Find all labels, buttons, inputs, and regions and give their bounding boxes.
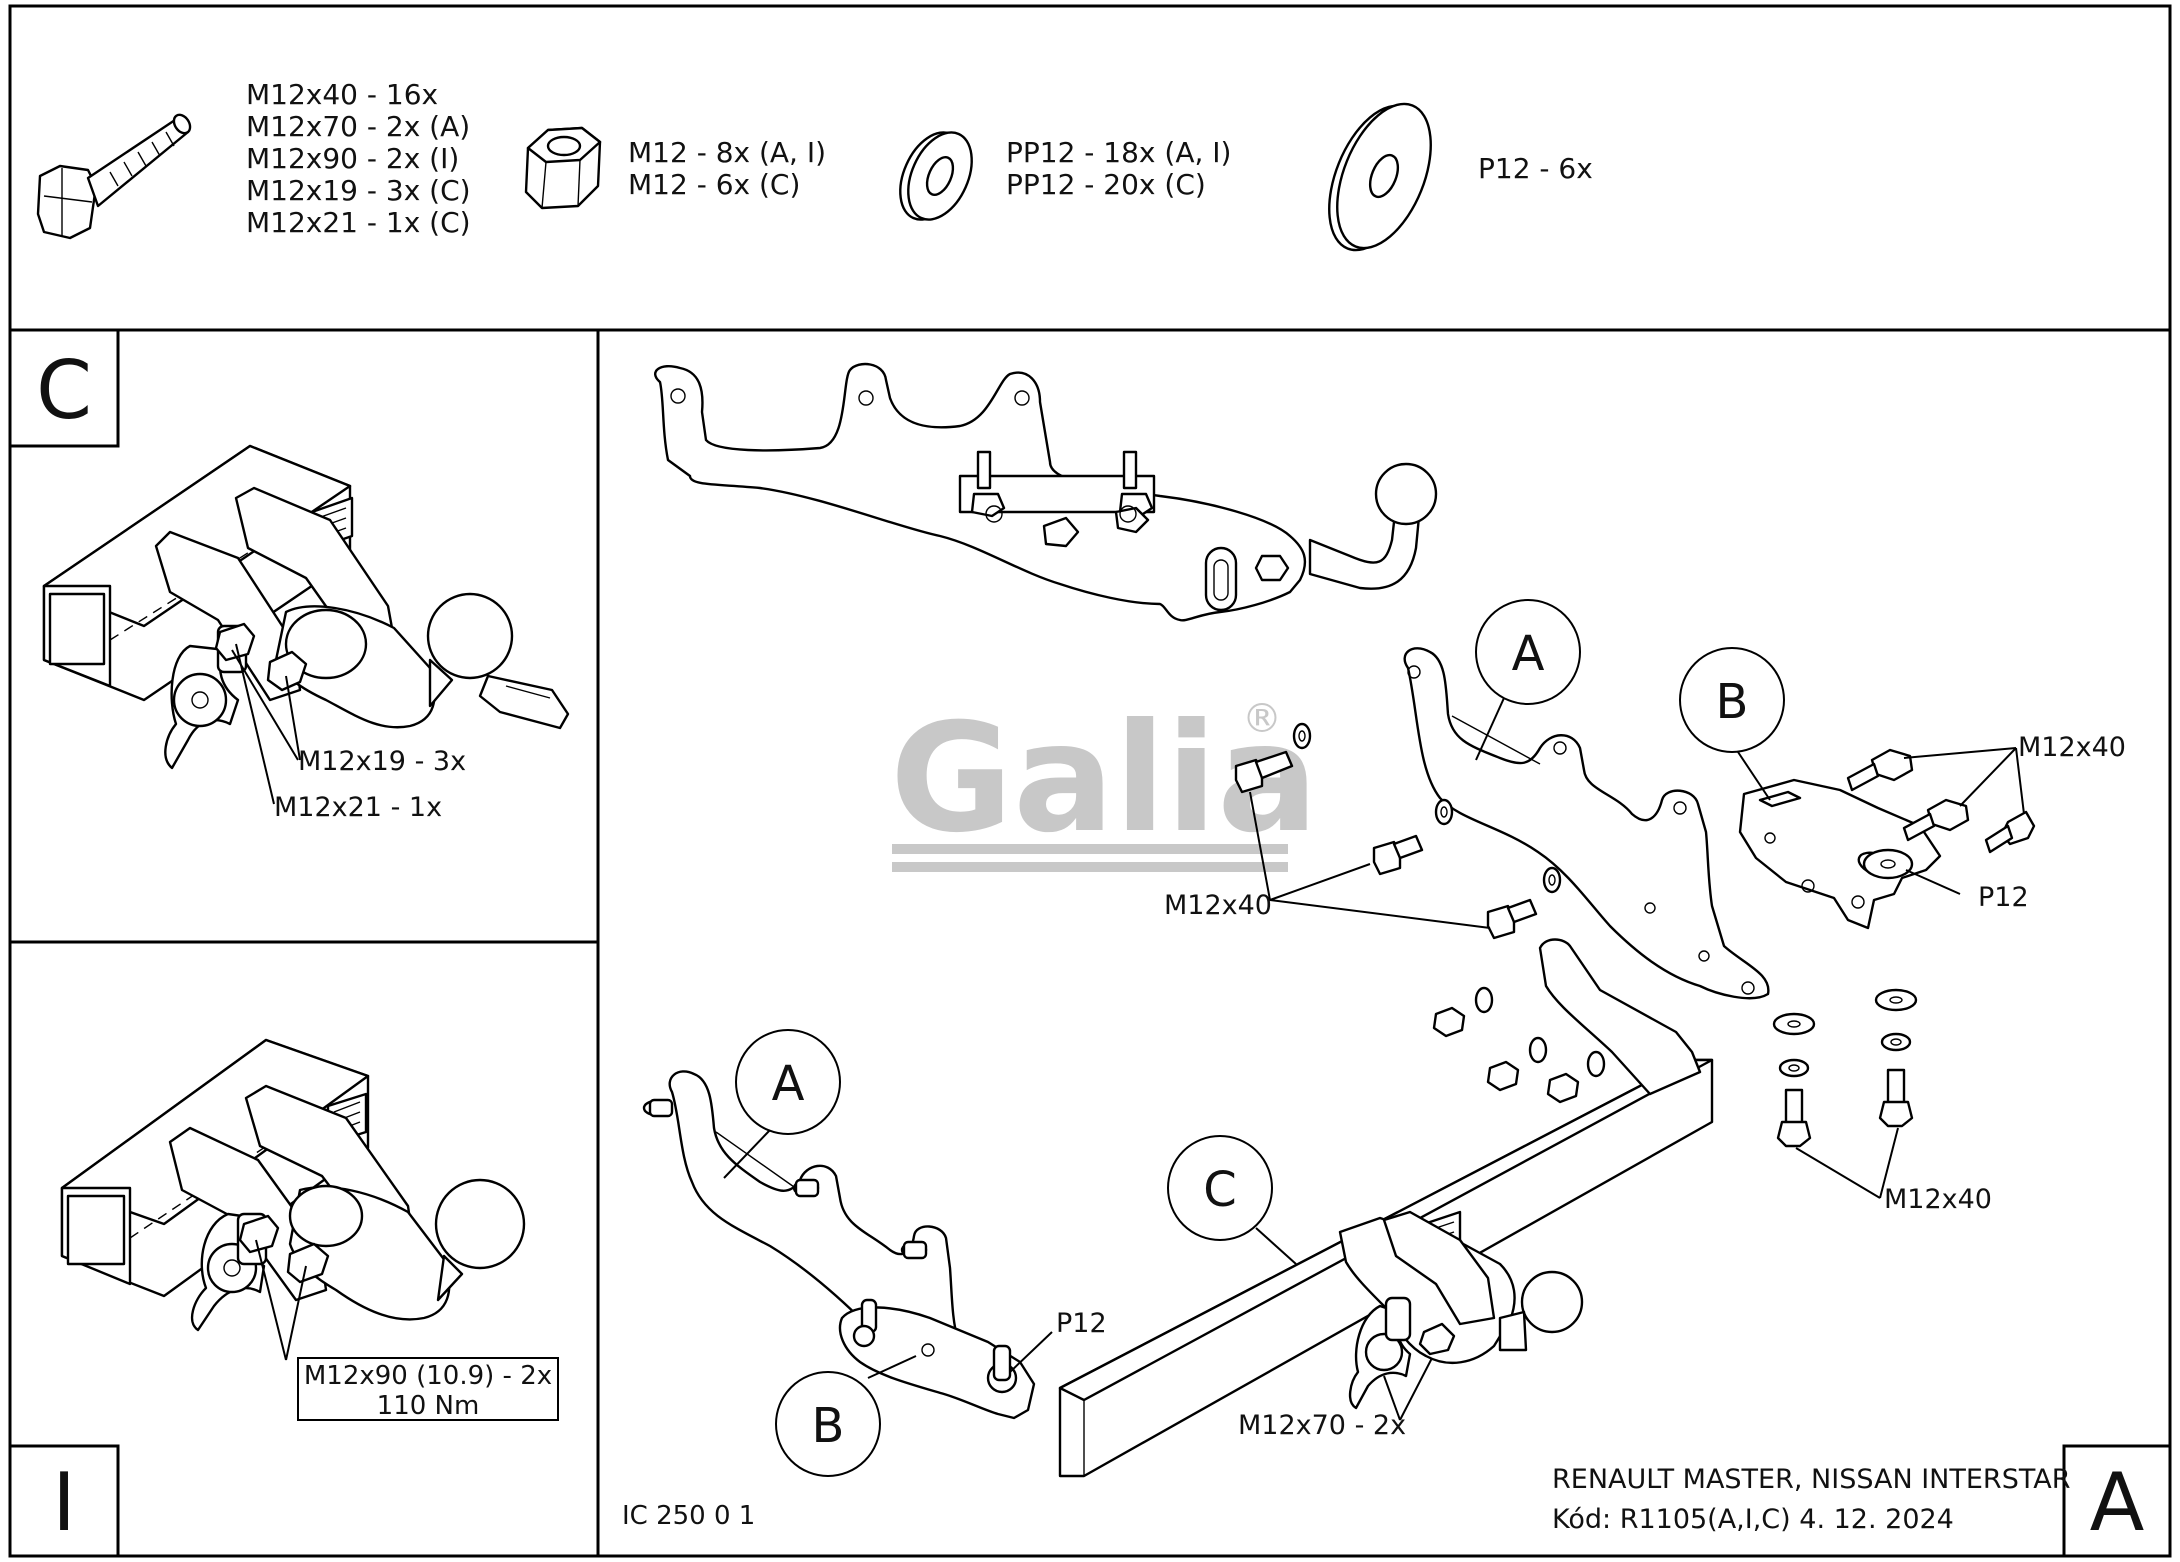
panel-c-hitch-drawing	[42, 444, 570, 770]
main-crossbeam	[1058, 938, 1714, 1478]
svg-text:C: C	[1203, 1162, 1237, 1218]
m12x40-callout-right-top: M12x40	[2018, 732, 2126, 763]
panel-i-letter: I	[52, 1456, 76, 1549]
panel-i-callout-lines	[255, 1239, 307, 1361]
nut-label: M12 - 8x (A, I)	[628, 136, 826, 169]
main-letter: A	[2090, 1456, 2145, 1549]
panel-c-letter: C	[36, 344, 92, 437]
nut-icon	[524, 126, 602, 210]
m12x70-callout: M12x70 - 2x	[1238, 1410, 1406, 1441]
p12-callout-bottom: P12	[1056, 1308, 1107, 1339]
callout-bubble-a-top: A	[1475, 599, 1581, 705]
callout-bubble-a-left: A	[735, 1029, 841, 1135]
p12-washer-right	[1862, 848, 1914, 880]
panel-c-callout-lines	[231, 643, 301, 805]
callout-bubble-c: C	[1167, 1135, 1273, 1241]
small-washer-icon	[899, 131, 973, 221]
registered-mark: ®	[1242, 696, 1282, 742]
p12-callout-right: P12	[1978, 882, 2029, 913]
bolt-label: M12x19 - 3x (C)	[246, 174, 471, 207]
side-view-outline	[654, 362, 1438, 622]
m12x40-bolt-middle	[1372, 834, 1424, 876]
nuts-middle	[1432, 986, 1606, 1104]
bolt-label: M12x90 - 2x (I)	[246, 142, 459, 175]
right-bracket-b	[1738, 778, 1942, 930]
m12x40-callout-bottom-right: M12x40	[1884, 1184, 1992, 1215]
callout-bubble-b-left: B	[775, 1371, 881, 1477]
m12x40-bolts-right-top	[1846, 748, 2036, 854]
small-washer-label: PP12 - 18x (A, I)	[1006, 136, 1231, 169]
bolt-label: M12x21 - 1x (C)	[246, 206, 471, 239]
bolt-label: M12x40 - 16x	[246, 78, 438, 111]
vehicle-title: RENAULT MASTER, NISSAN INTERSTAR	[1552, 1464, 2070, 1495]
panel-c-letter-box	[8, 328, 120, 448]
washers-upper	[1292, 722, 1562, 894]
stacked-washers-right	[1772, 988, 1918, 1148]
m12x40-bolt-lower	[1486, 898, 1538, 940]
m12x40-bolt-left	[1234, 750, 1294, 794]
panel-c-callout: M12x19 - 3x	[298, 746, 466, 777]
left-studs	[648, 1098, 928, 1260]
main-tow-ball	[1338, 1210, 1584, 1410]
large-washer-label: P12 - 6x	[1478, 152, 1593, 185]
svg-text:A: A	[1512, 626, 1545, 682]
nut-label: M12 - 6x (C)	[628, 168, 800, 201]
svg-text:B: B	[812, 1398, 845, 1454]
small-washer-labels: PP12 - 18x (A, I) PP12 - 20x (C)	[1006, 136, 1231, 201]
panel-i-letter-box	[8, 1444, 120, 1558]
small-washer-label: PP12 - 20x (C)	[1006, 168, 1206, 201]
torque-callout-box	[297, 1357, 559, 1421]
main-letter-box	[2062, 1444, 2172, 1558]
panel-i-callout-torque: 110 Nm	[377, 1391, 480, 1421]
product-code-date: Kód: R1105(A,I,C) 4. 12. 2024	[1552, 1504, 1954, 1535]
panel-i-hitch-drawing	[60, 1038, 526, 1332]
svg-text:B: B	[1716, 674, 1749, 730]
panel-c-callout: M12x21 - 1x	[274, 792, 442, 823]
outer-frame	[8, 4, 2172, 1558]
panel-i-callout-bolt: M12x90 (10.9) - 2x	[304, 1361, 552, 1391]
right-side-bracket-a	[1403, 647, 1770, 1000]
drawing-code: IC 250 0 1	[622, 1501, 755, 1531]
nut-labels: M12 - 8x (A, I) M12 - 6x (C)	[628, 136, 826, 201]
m12x40-callout-left: M12x40	[1164, 890, 1272, 921]
bolt-icon	[36, 113, 192, 240]
left-bracket-b	[838, 1298, 1036, 1420]
svg-text:A: A	[772, 1056, 805, 1112]
bolt-label: M12x70 - 2x (A)	[246, 110, 470, 143]
bolt-labels: M12x40 - 16x M12x70 - 2x (A) M12x90 - 2x…	[246, 78, 471, 239]
large-washer-icon	[1328, 102, 1432, 252]
callout-bubble-b-top: B	[1679, 647, 1785, 753]
leader-lines	[723, 697, 2025, 1421]
